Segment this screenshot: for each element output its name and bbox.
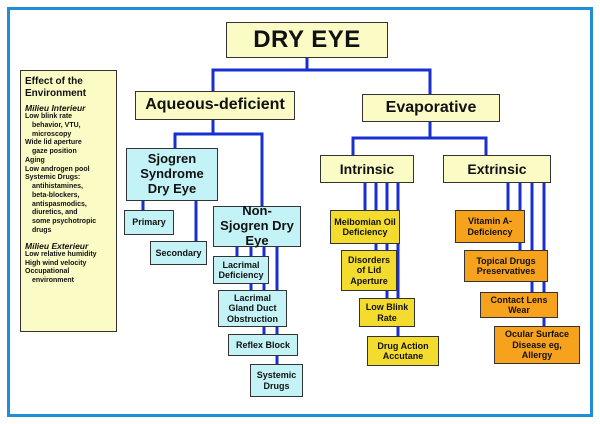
extrinsic-box: Extrinsic	[443, 155, 551, 183]
topical-drugs-box: Topical Drugs Preservatives	[464, 250, 548, 282]
secondary-box: Secondary	[150, 241, 207, 265]
secondary-label: Secondary	[155, 247, 202, 258]
sjogren-label: Sjogren Syndrome Dry Eye	[140, 151, 204, 196]
intrinsic-box: Intrinsic	[320, 155, 414, 183]
exterieur-item: environment	[32, 277, 75, 285]
meibomian-label: Meibomian Oil Deficiency	[334, 216, 396, 237]
non-sjogren-box: Non-Sjogren Dry Eye	[213, 203, 301, 248]
reflex-block-box: Reflex Block	[228, 334, 298, 356]
title-box: DRY EYE	[226, 22, 388, 58]
reflex-block-label: Reflex Block	[235, 339, 291, 350]
lid-aperture-label: Disorders of Lid Aperture	[347, 254, 391, 286]
interieur-item: gaze position	[32, 148, 77, 156]
topical-drugs-label: Topical Drugs Preservatives	[476, 255, 536, 276]
milieu-interieur-title: Milieu Interieur	[25, 103, 86, 113]
environment-panel: Effect of the Environment Milieu Interie…	[20, 70, 117, 332]
extrinsic-label: Extrinsic	[467, 160, 527, 177]
interieur-item: some psychotropic	[32, 218, 97, 226]
primary-box: Primary	[124, 210, 174, 235]
primary-label: Primary	[132, 217, 166, 228]
interieur-item: behavior, VTU,	[32, 121, 81, 129]
interieur-item: Wide lid aperture	[25, 139, 82, 147]
non-sjogren-label: Non-Sjogren Dry Eye	[220, 203, 294, 248]
interieur-item: Low blink rate	[25, 113, 73, 121]
interieur-item: Aging	[25, 156, 45, 164]
contact-lens-label: Contact Lens Wear	[490, 294, 548, 315]
interieur-item: diuretics, and	[32, 209, 78, 217]
outer-frame	[7, 7, 593, 417]
evaporative-label: Evaporative	[385, 98, 477, 116]
interieur-item: Low androgen pool	[25, 165, 90, 173]
vitamin-a-label: Vitamin A-Deficiency	[467, 216, 513, 237]
vitamin-a-box: Vitamin A-Deficiency	[455, 210, 525, 243]
accutane-box: Drug Action Accutane	[367, 336, 439, 366]
environment-heading: Effect of the Environment	[25, 76, 87, 99]
aqueous-deficient-box: Aqueous-deficient	[135, 91, 295, 120]
interieur-item: drugs	[32, 226, 52, 234]
meibomian-box: Meibomian Oil Deficiency	[330, 210, 400, 244]
ocular-surface-label: Ocular Surface Disease eg, Allergy	[504, 329, 570, 361]
interieur-item: antispasmodics,	[32, 200, 87, 208]
aqueous-deficient-label: Aqueous-deficient	[145, 96, 285, 114]
interieur-item: antihistamines,	[32, 183, 83, 191]
low-blink-label: Low Blink Rate	[365, 302, 409, 323]
evaporative-box: Evaporative	[362, 94, 500, 122]
low-blink-box: Low Blink Rate	[359, 298, 415, 327]
exterieur-item: High wind velocity	[25, 259, 87, 267]
lacrimal-duct-box: Lacrimal Gland Duct Obstruction	[218, 290, 287, 327]
intrinsic-label: Intrinsic	[339, 160, 395, 177]
lacrimal-duct-label: Lacrimal Gland Duct Obstruction	[227, 292, 278, 324]
interieur-item: Systemic Drugs:	[25, 174, 81, 182]
ocular-surface-box: Ocular Surface Disease eg, Allergy	[494, 326, 580, 364]
interieur-item: beta-blockers,	[32, 191, 80, 199]
title-text: DRY EYE	[253, 26, 361, 54]
accutane-label: Drug Action Accutane	[377, 340, 429, 361]
exterieur-item: Low relative humidity	[25, 250, 97, 258]
lid-aperture-box: Disorders of Lid Aperture	[341, 250, 397, 291]
systemic-drugs-label: Systemic Drugs	[256, 370, 297, 391]
lacrimal-deficiency-label: Lacrimal Deficiency	[218, 259, 264, 280]
exterieur-item: Occupational	[25, 268, 70, 276]
systemic-drugs-box: Systemic Drugs	[250, 364, 303, 397]
interieur-item: microscopy	[32, 130, 72, 138]
sjogren-box: Sjogren Syndrome Dry Eye	[126, 148, 218, 201]
lacrimal-deficiency-box: Lacrimal Deficiency	[213, 256, 269, 284]
milieu-exterieur-title: Milieu Exterieur	[25, 240, 89, 251]
contact-lens-box: Contact Lens Wear	[480, 292, 558, 318]
